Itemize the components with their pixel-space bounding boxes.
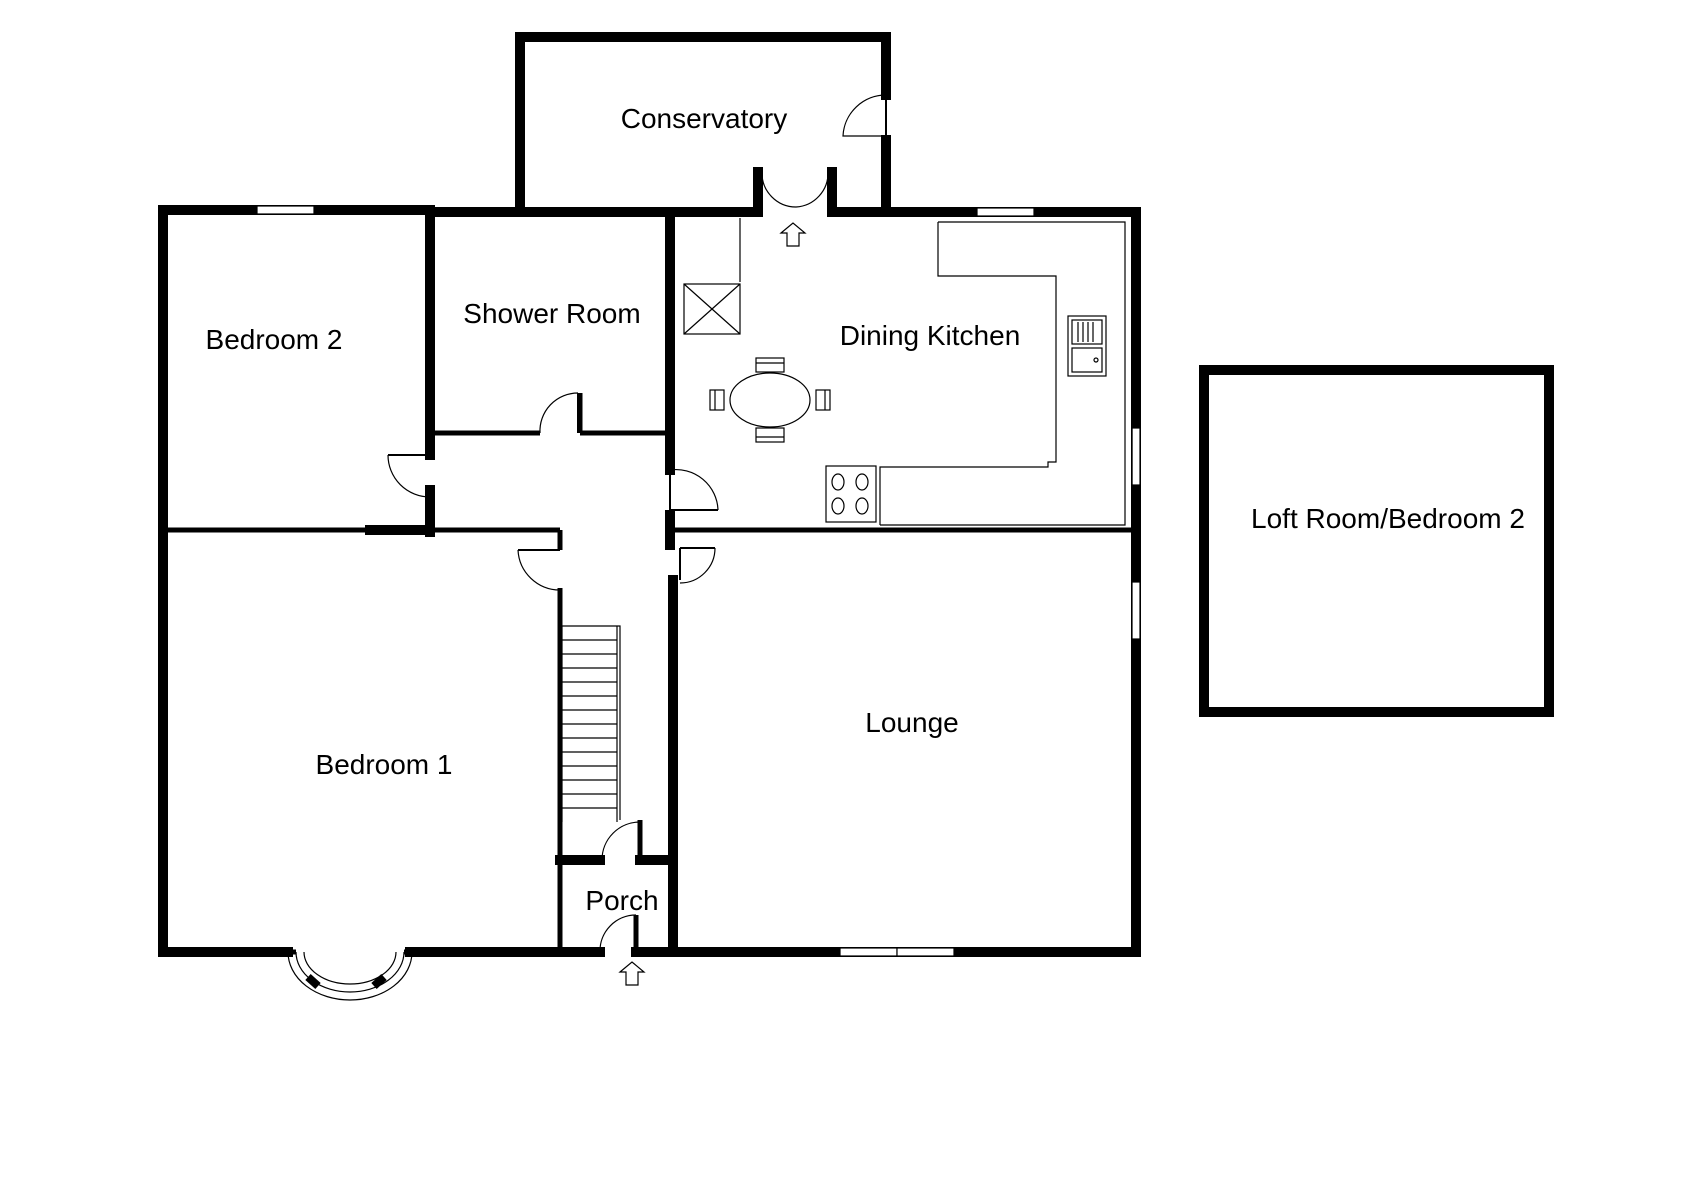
window-icon bbox=[976, 207, 1035, 217]
conservatory-french-doors bbox=[757, 171, 829, 208]
door-bedroom-2 bbox=[387, 454, 431, 498]
stairs-icon bbox=[561, 625, 621, 822]
label-shower-room: Shower Room bbox=[463, 298, 640, 329]
window-icon bbox=[896, 947, 955, 957]
interior-walls bbox=[163, 205, 1136, 957]
boiler-icon bbox=[683, 283, 741, 335]
bay-window-icon bbox=[287, 949, 413, 1001]
window-icon bbox=[256, 205, 315, 215]
loft-room-walls bbox=[1199, 365, 1554, 717]
entrance-arrow-icon bbox=[779, 222, 807, 247]
window-icon bbox=[839, 947, 898, 957]
entrance-arrow-icon bbox=[618, 961, 646, 986]
door-bedroom-1 bbox=[517, 549, 561, 591]
label-bedroom-1: Bedroom 1 bbox=[316, 749, 453, 780]
conservatory-side-door bbox=[842, 94, 887, 137]
label-conservatory: Conservatory bbox=[621, 103, 788, 134]
kitchen-worktop bbox=[739, 218, 1133, 530]
label-loft-room: Loft Room/Bedroom 2 bbox=[1251, 503, 1525, 534]
label-dining-kitchen: Dining Kitchen bbox=[840, 320, 1021, 351]
label-porch: Porch bbox=[585, 885, 658, 916]
door-kitchen bbox=[669, 468, 719, 515]
window-icon bbox=[1131, 581, 1141, 640]
window-icon bbox=[1131, 427, 1141, 486]
sink-icon bbox=[1067, 315, 1107, 377]
door-lounge bbox=[679, 547, 716, 584]
door-porch-front bbox=[599, 914, 637, 953]
label-bedroom-2: Bedroom 2 bbox=[206, 324, 343, 355]
hob-icon bbox=[825, 465, 877, 523]
door-shower-room bbox=[539, 392, 579, 434]
label-lounge: Lounge bbox=[865, 707, 958, 738]
table-icon bbox=[709, 357, 831, 443]
door-porch-inner bbox=[601, 820, 641, 861]
